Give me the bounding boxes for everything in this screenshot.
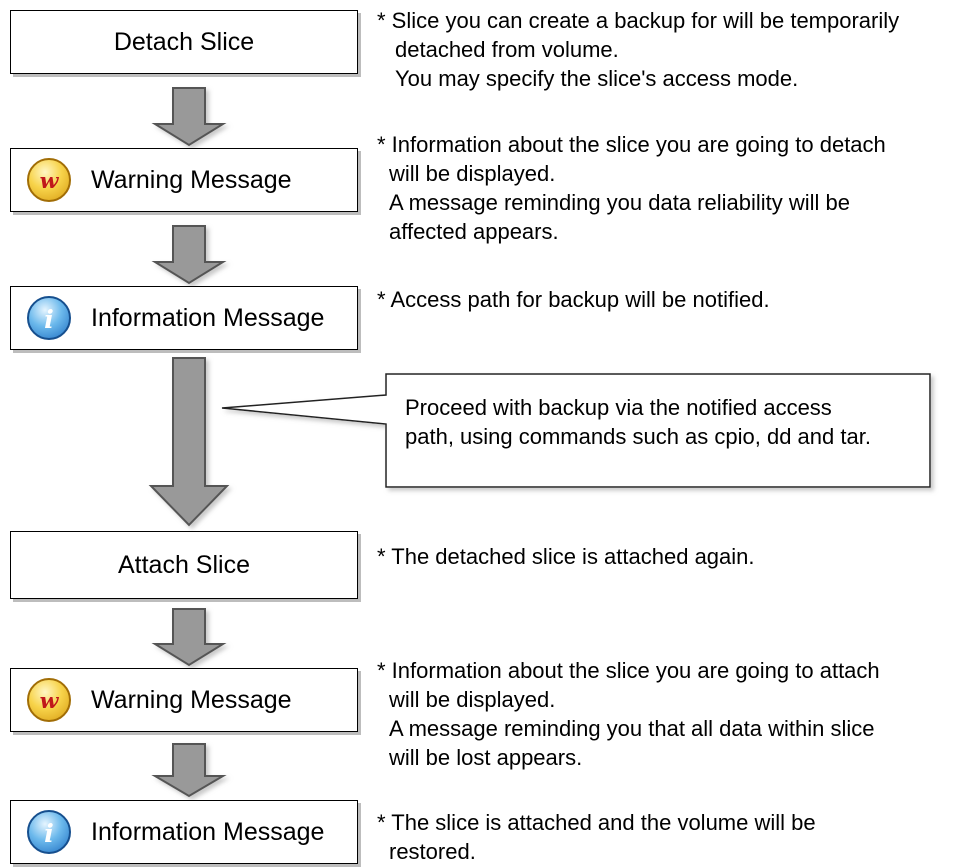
svg-text:i: i <box>44 305 54 335</box>
svg-text:w: w <box>40 689 60 714</box>
svg-text:i: i <box>44 819 54 849</box>
information-icon: i <box>27 810 71 854</box>
down-arrow <box>151 743 227 798</box>
step-note: * Information about the slice you are go… <box>377 132 886 244</box>
step-note: * Access path for backup will be notifie… <box>377 287 770 312</box>
step-label: Attach Slice <box>117 550 250 579</box>
svg-text:w: w <box>40 169 60 194</box>
step-label: Information Message <box>91 303 325 332</box>
step-note: * Slice you can create a backup for will… <box>377 8 900 91</box>
information-icon: i <box>27 296 71 340</box>
flow-step-attach-slice: Attach Slice <box>10 531 358 599</box>
down-arrow <box>151 608 227 667</box>
step-label: Detach Slice <box>113 27 255 56</box>
flow-step-warning-message-detach: w Warning Message <box>10 148 358 212</box>
down-arrow <box>151 225 227 285</box>
callout-text: Proceed with backup via the notified acc… <box>405 395 871 449</box>
step-note: * The slice is attached and the volume w… <box>377 810 816 864</box>
down-arrow-long <box>148 357 230 527</box>
warning-icon: w <box>27 678 71 722</box>
flow-step-information-message-attach: i Information Message <box>10 800 358 864</box>
flow-step-detach-slice: Detach Slice <box>10 10 358 74</box>
down-arrow <box>151 87 227 147</box>
step-note: * The detached slice is attached again. <box>377 544 755 569</box>
step-label: Warning Message <box>91 165 292 194</box>
flow-step-warning-message-attach: w Warning Message <box>10 668 358 732</box>
step-note: * Information about the slice you are go… <box>377 658 880 770</box>
step-label: Warning Message <box>91 685 292 714</box>
warning-icon: w <box>27 158 71 202</box>
step-label: Information Message <box>91 817 325 846</box>
flow-step-information-message-detach: i Information Message <box>10 286 358 350</box>
callout-bubble <box>221 373 931 488</box>
